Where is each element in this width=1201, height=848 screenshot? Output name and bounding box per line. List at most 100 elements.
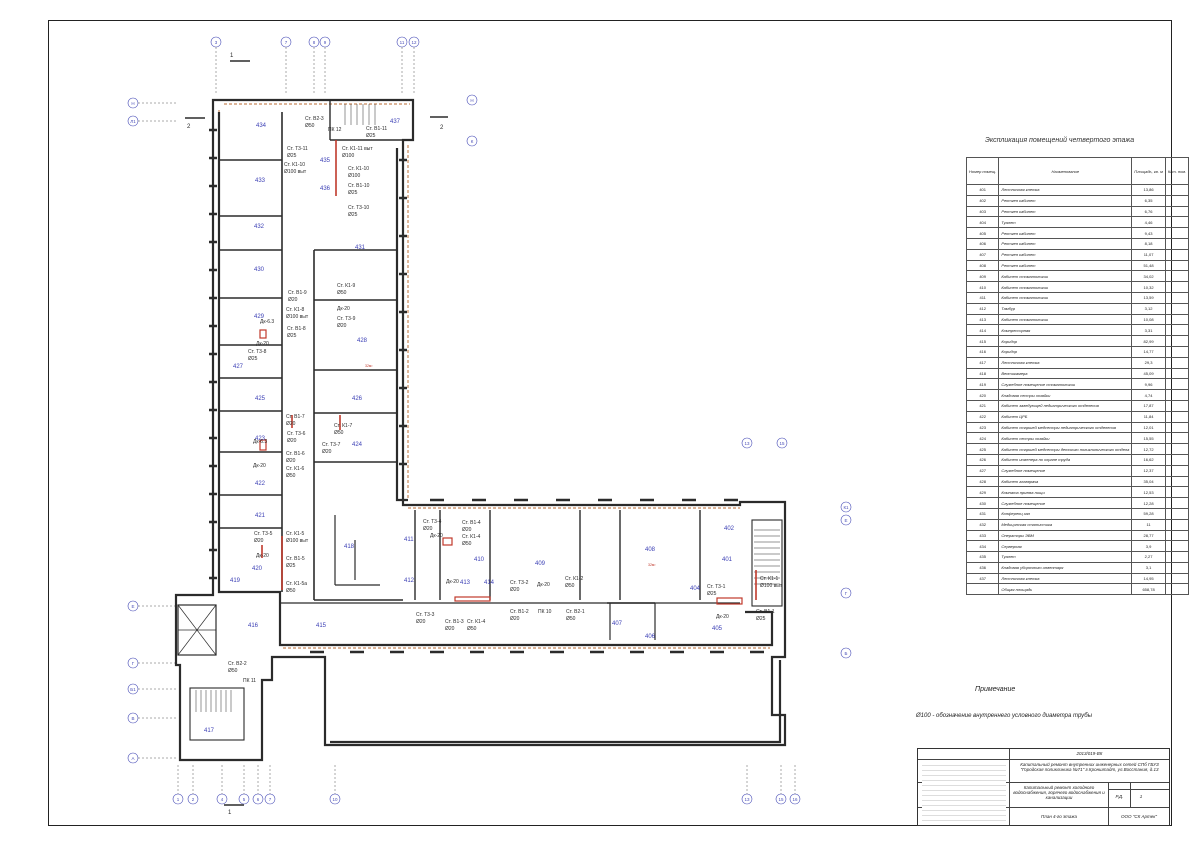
room-number-cell: 413 [965,313,1000,326]
axis-bottom-label: 6 [257,797,260,802]
axis-left-label: Б1 [130,687,136,692]
riser-label: Ø20 [416,619,426,625]
riser-label: Ø50 [467,626,477,632]
riser-label: Дк-6.3 [260,319,274,325]
riser-label: Ст. В1-5 [286,556,305,562]
riser-label: ПК 10 [538,609,552,615]
room-number-label: 412 [404,578,415,584]
riser-label: Ø50 [565,583,575,589]
explication-header-row: Номер помещ. Наименование Площадь, кв. м… [965,157,1190,185]
room-number-label: 408 [645,547,656,553]
explication-title: Экспликация помещений четвертого этажа [985,137,1135,144]
room-name-cell: Общая площадь [998,583,1133,596]
riser-label: Ø25 [248,356,258,362]
axis-left-label: Е [131,604,134,609]
room-number-label: 430 [254,267,265,273]
room-category-cell [1164,291,1190,304]
stamp-project: Капитальный ремонт внутренних инженерных… [1020,762,1159,772]
room-area-cell: 11,07 [1131,248,1166,261]
section-mark-label: 1 [230,53,234,59]
axis-left-label: Г [132,661,135,666]
riser-label: Ø20 [286,458,296,464]
riser-label: Ø50 [286,588,296,594]
building-outline [174,98,787,762]
room-number-cell: 404 [965,216,1000,229]
room-area-cell: 14,77 [1131,345,1166,358]
lower-inner-wall [330,660,782,744]
room-name-cell: Рентген кабинет [998,227,1133,239]
room-name-cell: Рентген кабинет [998,259,1133,272]
room-number-cell: 411 [965,291,1000,304]
room-number-label: 414 [484,580,495,586]
axis-bottom-label: 4 [221,797,224,802]
room-category-cell [1164,356,1190,369]
room-number-cell: 408 [965,259,1000,272]
room-category-cell [1164,572,1190,585]
riser-label: ПК 11 [243,678,256,684]
room-number-cell: 403 [965,205,1000,218]
room-category-cell [1164,561,1190,574]
riser-label: Ст. В1-3 [445,619,464,625]
axis-right-label: Г [845,591,848,596]
riser-label: Ст. Т3-8 [248,349,267,355]
riser-label: Ст. В1-7 [286,414,305,420]
section-mark-label: 2 [187,124,191,130]
room-area-cell: 15,55 [1131,432,1166,445]
axis-right-label-bubble [466,94,478,106]
room-name-cell: Компрессорная [998,324,1133,337]
room-number-cell: 406 [965,237,1000,250]
riser-label: Ø25 [286,563,296,569]
room-name-cell: Служебное помещение [998,464,1133,477]
room-category-cell [1164,378,1190,391]
riser-label: Ø100 выт [760,583,783,589]
title-block: 2013/019-ВК Капитальный ремонт внутренни… [917,748,1170,826]
riser-label: Ст. К1-4 [467,619,485,625]
room-area-cell: 4,74 [1131,389,1166,401]
pipe-fixture [259,329,267,339]
room-area-cell: 2,27 [1131,551,1166,563]
axis-top-label: 7 [285,40,288,45]
riser-label: Ø20 [322,449,332,455]
axis-right-label: К1 [843,505,849,510]
riser-label: Ст. Т3-3 [416,612,435,618]
riser-label: Ст. К1-6 [286,466,304,472]
riser-label: Ø25 [366,133,376,139]
axis-bottom-label: 15 [778,797,784,802]
room-number-cell: 420 [965,389,1000,401]
room-name-cell: Кабинет заведующей педиатрического отдел… [998,399,1133,412]
room-category-cell [1164,324,1190,337]
room-category-cell [1164,529,1190,542]
axis-left-label: Л1 [130,119,136,124]
room-number-label: 433 [255,178,266,184]
riser-label: Ст. К1-10 [348,166,369,172]
inner-wall [217,112,774,647]
room-number-cell: 435 [965,551,1000,563]
room-number-cell: 418 [965,367,1000,380]
riser-label: Ст. Т3-4 [423,519,442,525]
room-number-label: 418 [344,544,355,550]
room-area-cell: 12,01 [1131,421,1166,434]
room-number-cell: 421 [965,399,1000,412]
south-stair [189,687,245,741]
room-number-cell: 419 [965,378,1000,391]
room-category-cell [1164,507,1190,520]
riser-label: Дк-6.3 [253,439,267,445]
room-number-cell: 422 [965,410,1000,423]
room-number-cell: 415 [965,335,1000,347]
riser-label: Ст. К1-7 [334,423,352,429]
riser-label: Ø100 выт [284,169,307,175]
pipe-fixture [442,537,453,546]
room-name-cell: Кладовая сестры хозяйки [998,389,1133,401]
room-category-cell [1164,475,1190,488]
room-area-cell: 9,96 [1131,378,1166,391]
riser-label: Ø100 выт [286,314,309,320]
